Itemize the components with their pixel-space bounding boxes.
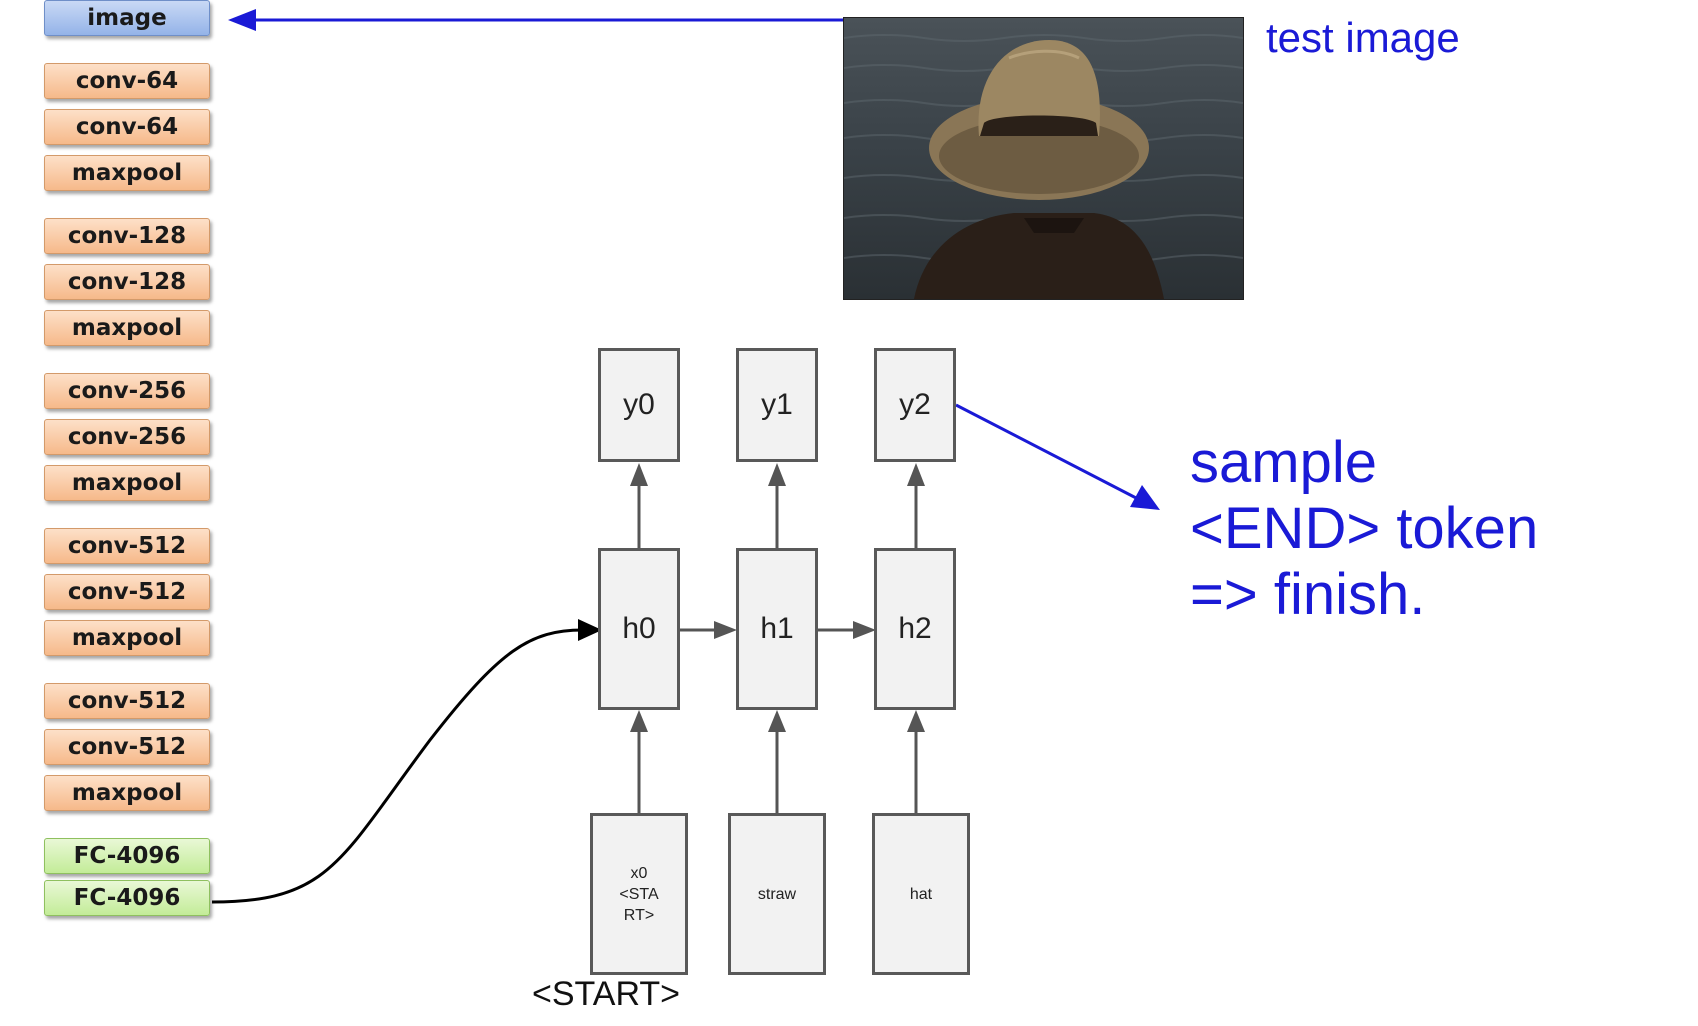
annotation-line-3: => finish. bbox=[1190, 562, 1426, 627]
end-token-arrowhead bbox=[1130, 485, 1160, 510]
rnn-input-x0: x0 <STA RT> bbox=[590, 813, 688, 975]
layer-image: image bbox=[44, 0, 210, 36]
h0-to-h1-arrowhead bbox=[714, 621, 737, 639]
rnn-input-straw: straw bbox=[728, 813, 826, 975]
layer-conv-512-a: conv-512 bbox=[44, 528, 210, 564]
rnn-output-y2: y2 bbox=[874, 348, 956, 462]
layer-maxpool-3: maxpool bbox=[44, 465, 210, 501]
layer-maxpool-5: maxpool bbox=[44, 775, 210, 811]
rnn-hidden-h0: h0 bbox=[598, 548, 680, 710]
layer-maxpool-2: maxpool bbox=[44, 310, 210, 346]
layer-conv-256-a: conv-256 bbox=[44, 373, 210, 409]
straw-hat-person-image bbox=[844, 34, 1243, 299]
rnn-output-y1: y1 bbox=[736, 348, 818, 462]
layer-fc-4096-a: FC-4096 bbox=[44, 838, 210, 874]
layer-conv-128-b: conv-128 bbox=[44, 264, 210, 300]
layer-maxpool-1: maxpool bbox=[44, 155, 210, 191]
h1-to-h2-arrowhead bbox=[853, 621, 876, 639]
x0-to-h0-arrowhead bbox=[630, 710, 648, 732]
test-image-arrowhead bbox=[228, 9, 256, 31]
rnn-hidden-h2: h2 bbox=[874, 548, 956, 710]
annotation-line-2: <END> token bbox=[1190, 496, 1539, 561]
rnn-hidden-h1: h1 bbox=[736, 548, 818, 710]
layer-conv-512-d: conv-512 bbox=[44, 729, 210, 765]
h2-to-y2-arrowhead bbox=[907, 463, 925, 486]
hat-to-h2-arrowhead bbox=[907, 710, 925, 732]
layer-conv-512-c: conv-512 bbox=[44, 683, 210, 719]
test-image-label: test image bbox=[1266, 14, 1460, 61]
straw-to-h1-arrowhead bbox=[768, 710, 786, 732]
end-token-arrow bbox=[955, 403, 1141, 502]
h1-to-y1-arrowhead bbox=[768, 463, 786, 486]
start-label: <START> bbox=[532, 975, 681, 1013]
layer-conv-128-a: conv-128 bbox=[44, 218, 210, 254]
h0-to-y0-arrowhead bbox=[630, 463, 648, 486]
layer-maxpool-4: maxpool bbox=[44, 620, 210, 656]
test-photo bbox=[843, 17, 1244, 300]
layer-conv-512-b: conv-512 bbox=[44, 574, 210, 610]
layer-conv-64-b: conv-64 bbox=[44, 109, 210, 145]
annotation-line-1: sample bbox=[1190, 430, 1377, 495]
rnn-output-y0: y0 bbox=[598, 348, 680, 462]
layer-conv-64-a: conv-64 bbox=[44, 63, 210, 99]
rnn-input-hat: hat bbox=[872, 813, 970, 975]
fc-to-h0-arrowhead bbox=[578, 619, 602, 641]
fc-to-h0-curve bbox=[211, 628, 584, 904]
layer-fc-4096-b: FC-4096 bbox=[44, 880, 210, 916]
layer-conv-256-b: conv-256 bbox=[44, 419, 210, 455]
end-token-annotation: sample <END> token => finish. bbox=[1190, 430, 1538, 628]
